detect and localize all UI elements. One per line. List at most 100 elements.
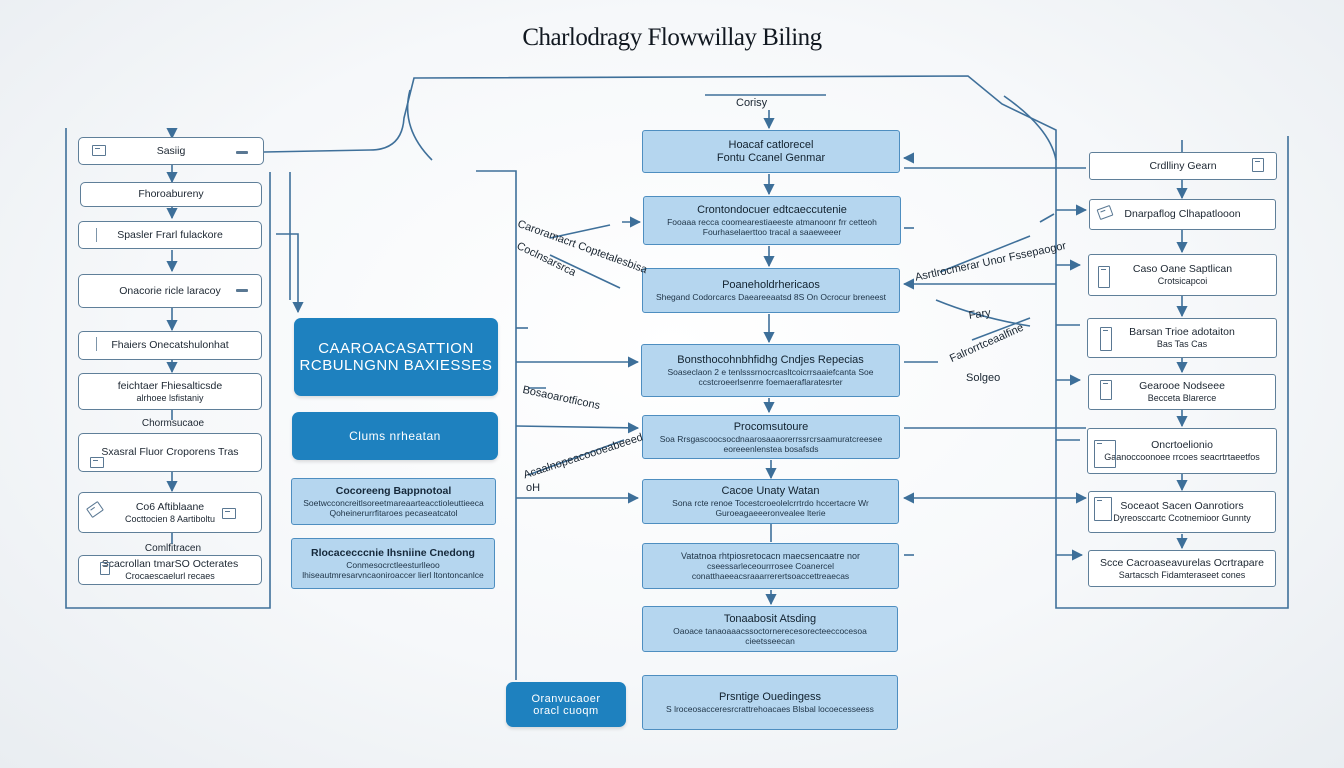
left-item-3-label: Spasler Frarl fulackore — [117, 228, 223, 241]
main-process-line1: CAAROACASATTION — [318, 340, 474, 357]
center-box-8[interactable]: Tonaabosit Atsding Oaoace tanaoaaacssoct… — [642, 606, 898, 652]
center-box-5-title: Procomsutoure — [733, 420, 809, 433]
center-box-9[interactable]: Prsntige Ouedingess S lroceosacceresrcra… — [642, 675, 898, 730]
diagram-title: Charlodragy Flowwillay Biling — [522, 24, 822, 51]
left-floating-label-2: Comlfitracen — [144, 543, 202, 554]
mid-left-box-1-title: Cocoreeng Bappnotoal — [335, 485, 452, 497]
folder-icon — [92, 145, 106, 156]
right-box-8-title: Scce Cacroaseavurelas Ocrtrapare — [1100, 556, 1264, 569]
annotation-4: Fary — [968, 306, 992, 322]
mid-left-box-2-title: Rlocacecccnie Ihsniine Cnedong — [311, 547, 475, 559]
bottom-left-line1: Oranvucaoer — [531, 692, 601, 705]
left-item-7[interactable]: Sxasral Fluor Croporens Tras — [78, 433, 262, 472]
main-process-block[interactable]: CAAROACASATTION RCBULNGNN BAXIESSES — [294, 318, 498, 396]
top-label: Corisy — [736, 97, 768, 109]
minus-icon — [236, 289, 248, 292]
right-box-3-sub: Crotsicapcoi — [1157, 276, 1208, 286]
center-box-9-sub: S lroceosacceresrcrattrehoacaes Blsbal l… — [666, 704, 874, 714]
left-item-8[interactable]: Co6 Aftiblaane Cocttocien 8 Aartiboltu — [78, 492, 262, 533]
center-box-2-sub: Fooaaa recca coomearestiaeeste atmanoonr… — [667, 217, 877, 237]
center-box-8-title: Tonaabosit Atsding — [723, 612, 817, 625]
minus-icon — [236, 151, 248, 154]
document-icon — [1098, 266, 1110, 288]
main-process-line2: RCBULNGNN BAXIESSES — [299, 357, 493, 374]
center-box-6[interactable]: Cacoe Unaty Watan Sona rcte renoe Tocest… — [642, 479, 899, 524]
center-box-7-sub: cseessarleceourrrosee Coanercel conattha… — [691, 561, 850, 581]
right-box-3[interactable]: Caso Oane Saptlican Crotsicapcoi — [1088, 254, 1277, 296]
left-item-8-sub: Cocttocien 8 Aartiboltu — [124, 513, 216, 524]
center-box-7[interactable]: Vatatnoa rhtpiosretocacn maecsencaatre n… — [642, 543, 899, 589]
mid-left-box-1[interactable]: Cocoreeng Bappnotoal Soetwcconcreitlsore… — [291, 478, 496, 525]
center-box-6-sub: Sona rcte renoe Tocestcroeolelcrrtrdo hc… — [672, 498, 869, 518]
annotation-8: Acaalnopeacoooeabeeed — [522, 431, 645, 482]
right-box-7[interactable]: Soceaot Sacen Oanrotiors Dyreosccartc Cc… — [1088, 491, 1276, 533]
right-box-2-title: Dnarpaflog Clhapatlooon — [1124, 208, 1241, 220]
right-box-3-title: Caso Oane Saptlican — [1132, 263, 1233, 275]
document-icon — [1094, 497, 1112, 521]
mid-left-box-2[interactable]: Rlocacecccnie Ihsniine Cnedong Conmesocr… — [291, 538, 495, 589]
right-box-5-title: Gearooe Nodseee — [1139, 380, 1225, 392]
right-box-5[interactable]: Gearooe Nodseee Becceta Blarerce — [1088, 374, 1276, 410]
center-box-4-title: Bonsthocohnbhfidhg Cndjes Repecias — [677, 354, 864, 366]
left-item-2[interactable]: Fhoroabureny — [80, 182, 262, 207]
annotation-6: Solgeo — [966, 372, 1001, 384]
center-box-3-sub: Shegand Codorcarcs Daeareeaatsd 8S On Oc… — [655, 292, 887, 302]
right-box-4-sub: Bas Tas Cas — [1156, 339, 1208, 349]
center-box-7-title: Vatatnoa rhtpiosretocacn maecsencaatre n… — [681, 551, 860, 561]
left-item-2-label: Fhoroabureny — [138, 188, 204, 200]
secondary-process-block[interactable]: Clums nrheatan — [292, 412, 498, 460]
annotation-3: Asrtlrocmerar Unor Fssepaogor — [914, 239, 1068, 284]
clipboard-icon — [1100, 380, 1112, 400]
center-box-1-title: Hoacaf catlorecel — [728, 138, 814, 151]
right-box-8[interactable]: Scce Cacroaseavurelas Ocrtrapare Sartacs… — [1088, 550, 1276, 587]
right-box-1-title: Crdlliny Gearn — [1149, 159, 1217, 172]
center-box-2-title: Crontondocuer edtcaeccutenie — [697, 204, 847, 216]
secondary-process-label: Clums nrheatan — [349, 429, 441, 443]
divider-icon — [96, 228, 98, 242]
center-box-3[interactable]: Poaneholdrhericaos Shegand Codorcarcs Da… — [642, 268, 900, 313]
center-box-6-title: Cacoe Unaty Watan — [721, 485, 820, 497]
right-box-5-sub: Becceta Blarerce — [1147, 393, 1217, 403]
right-box-8-sub: Sartacsch Fidamteraseet cones — [1118, 569, 1246, 580]
annotation-9: oH — [526, 482, 541, 494]
annotation-5: Falrorrtceaalfine — [948, 321, 1026, 365]
left-item-9-sub: Crocaescaelurl recaes — [125, 571, 215, 581]
right-box-4-title: Barsan Trioe adotaiton — [1129, 326, 1235, 338]
center-box-3-title: Poaneholdrhericaos — [722, 279, 820, 291]
center-box-4[interactable]: Bonsthocohnbhfidhg Cndjes Repecias Soase… — [641, 344, 900, 397]
right-box-7-title: Soceaot Sacen Oanrotiors — [1120, 500, 1244, 512]
left-item-6-label: feichtaer Fhiesalticsde — [117, 379, 223, 392]
right-box-6-title: Oncrtoelionio — [1151, 439, 1213, 451]
center-box-1-sub: Fontu Ccanel Genmar — [716, 151, 826, 164]
document-icon — [1100, 327, 1112, 351]
center-box-5[interactable]: Procomsutoure Soa Rrsgascoocsocdnaarosaa… — [642, 415, 900, 459]
right-box-2[interactable]: Dnarpaflog Clhapatlooon — [1089, 199, 1276, 230]
bottom-left-block[interactable]: Oranvucaoer oracl cuoqm — [506, 682, 626, 727]
document-icon — [222, 508, 236, 519]
center-box-4-sub: Soaseclaon 2 e tenlsssrnocrcasltcoicrrsa… — [667, 367, 874, 387]
file-icon — [100, 562, 110, 575]
center-box-2[interactable]: Crontondocuer edtcaeccutenie Fooaaa recc… — [643, 196, 901, 245]
right-box-1[interactable]: Crdlliny Gearn — [1089, 152, 1277, 180]
left-item-3[interactable]: Spasler Frarl fulackore — [78, 221, 262, 249]
left-item-4-label: Onacorie ricle laracoy — [119, 284, 221, 297]
printer-icon — [1094, 440, 1116, 468]
left-item-1-label: Sasiig — [156, 144, 186, 157]
left-item-9[interactable]: Scacrollan tmarSO Octerates Crocaescaelu… — [78, 555, 262, 585]
left-item-7-label: Sxasral Fluor Croporens Tras — [101, 446, 239, 458]
mid-left-box-2-sub: Conmesocrctleesturlleoo lhiseautmresarvn… — [302, 560, 484, 580]
left-item-5[interactable]: Fhaiers Onecatshulonhat — [78, 331, 262, 360]
center-box-1[interactable]: Hoacaf catlorecel Fontu Ccanel Genmar — [642, 130, 900, 173]
divider-icon — [96, 337, 98, 351]
lock-icon — [1252, 158, 1264, 172]
center-box-5-sub: Soa Rrsgascoocsocdnaarosaaaorerrssrcrsaa… — [659, 433, 883, 454]
left-item-6-sub: alrhoee lsfistaniy — [136, 392, 204, 403]
left-item-5-label: Fhaiers Onecatshulonhat — [111, 339, 229, 351]
left-item-1[interactable]: Sasiig — [78, 137, 264, 165]
bottom-left-line2: oracl cuoqm — [533, 704, 599, 717]
right-box-6[interactable]: Oncrtoelionio Gaanoccoonoee rrcoes seacr… — [1087, 428, 1277, 474]
left-item-4[interactable]: Onacorie ricle laracoy — [78, 274, 262, 308]
left-item-6[interactable]: feichtaer Fhiesalticsde alrhoee lsfistan… — [78, 373, 262, 410]
right-box-6-sub: Gaanoccoonoee rrcoes seacrtrtaeetfos — [1104, 452, 1260, 462]
right-box-4[interactable]: Barsan Trioe adotaiton Bas Tas Cas — [1087, 318, 1277, 358]
